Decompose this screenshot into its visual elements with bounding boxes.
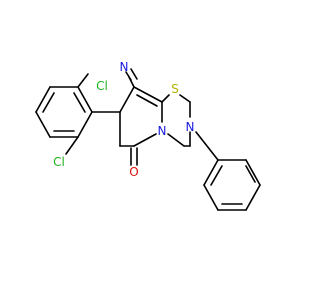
bond: [119, 86, 135, 113]
bonds: [35, 68, 261, 211]
fused-nitrogen-label: N: [158, 124, 167, 138]
bond: [195, 131, 219, 161]
bond: [245, 184, 261, 211]
molecule-structure-diagram: Cl Cl N S N N O: [35, 60, 261, 211]
bond: [73, 92, 86, 113]
bond: [167, 133, 185, 147]
bond: [210, 165, 223, 186]
bond: [35, 111, 51, 138]
carbonyl-oxygen-label: O: [129, 165, 138, 179]
bond: [77, 86, 93, 113]
bond: [42, 92, 55, 113]
bond: [35, 86, 51, 113]
bond: [130, 68, 138, 80]
bond: [77, 111, 93, 138]
nitrile-nitrogen-label: N: [120, 60, 129, 74]
bond: [179, 94, 191, 103]
bond: [245, 159, 261, 186]
bond: [203, 184, 219, 211]
bond: [161, 94, 170, 103]
bond: [65, 136, 79, 155]
atom-labels: Cl Cl N S N N O: [53, 60, 194, 179]
bond: [133, 133, 157, 147]
chlorine-label-bottom: Cl: [53, 155, 65, 169]
sulfur-label: S: [171, 82, 179, 96]
bond: [203, 159, 219, 186]
phenyl-nitrogen-label: N: [186, 120, 195, 134]
chlorine-label-top: Cl: [96, 79, 108, 93]
bond: [136, 94, 158, 107]
bond: [125, 71, 132, 81]
bond: [77, 73, 89, 88]
bond: [133, 86, 163, 103]
bond: [245, 165, 256, 183]
